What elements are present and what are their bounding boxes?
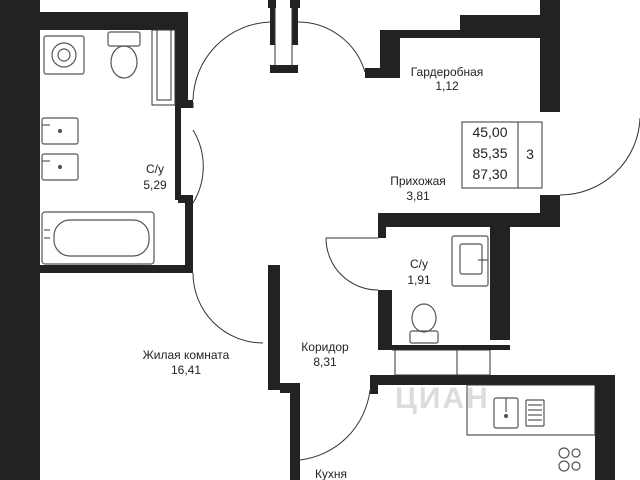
kitchen-sink-icon: [493, 397, 545, 429]
kitchen-counter: [466, 384, 596, 436]
wall-bath2-left-top: [378, 220, 386, 238]
total-area-with-balcony-value: 87,30: [472, 166, 507, 182]
area-summary: 45,00 85,35 87,30 3: [461, 121, 543, 189]
wall-bathroom-bottom: [40, 265, 193, 273]
wall-kitchen-right: [595, 375, 615, 480]
room-area-corridor: 8,31: [313, 355, 337, 369]
room-labels: Гардеробная 1,12 С/у 5,29 Прихожая 3,81 …: [143, 65, 484, 480]
door-swing-bathroom: [192, 129, 204, 204]
room-name-wardrobe: Гардеробная: [411, 65, 484, 79]
wall-corridor-left: [268, 265, 280, 390]
wall-top-cap-b: [290, 0, 300, 8]
wall-top-right: [460, 15, 545, 38]
room-area-bathroom-1: 5,29: [143, 178, 167, 192]
partitions: [151, 8, 596, 436]
wall-hallway-bottom: [378, 213, 560, 227]
wall-bathroom-right: [175, 100, 181, 200]
room-name-kitchen: Кухня: [315, 467, 347, 480]
wall-stub-a: [175, 100, 193, 108]
wall-kitchen-top: [370, 375, 615, 385]
wall-bathroom-right-upper: [175, 12, 188, 102]
washing-machine-icon: [43, 35, 85, 75]
wall-left-exterior: [0, 0, 40, 480]
toilet-icon: [409, 303, 439, 344]
door-swing-entrance: [559, 117, 640, 196]
toilet-icon: [107, 31, 141, 79]
wall-kitchen-door-stub: [370, 380, 378, 394]
wall-right-mid: [540, 195, 560, 213]
door-swing-top-right: [297, 21, 366, 73]
wall-top-cap-a: [268, 0, 276, 8]
bathtub-icon: [41, 211, 155, 265]
wall-wardrobe-left-stub: [365, 68, 390, 78]
sink-icon: [41, 117, 79, 181]
wall-wardrobe-left: [380, 30, 400, 78]
bathroom-shelf-inner: [156, 29, 172, 101]
wall-bath2-bottom: [378, 345, 510, 350]
wall-bath2-right: [490, 220, 510, 340]
wall-wardrobe-top: [380, 30, 460, 38]
room-area-living-room: 16,41: [171, 363, 201, 377]
bath2-cabinet: [394, 349, 491, 376]
door-swing-bath2: [325, 237, 379, 291]
door-swings: [192, 21, 640, 461]
wall-kitchen-left: [290, 383, 300, 480]
room-name-hallway: Прихожая: [390, 174, 446, 188]
stove-icon: [558, 447, 581, 472]
wall-right-upper: [540, 0, 560, 112]
wall-top-door-frame-right: [292, 0, 298, 45]
room-area-hallway: 3,81: [406, 189, 430, 203]
rooms-count-value: 3: [526, 146, 534, 162]
walls: [0, 0, 615, 480]
wall-corridor-stub: [280, 383, 298, 393]
room-name-bathroom-1: С/у: [146, 162, 164, 176]
room-name-living-room: Жилая комната: [143, 348, 230, 362]
watermark: ЦИАН: [395, 382, 490, 415]
door-swing-kitchen: [299, 389, 371, 461]
door-swing-top-left: [192, 21, 271, 101]
wall-top-door-frame-left: [270, 0, 275, 45]
door-swing-living: [192, 272, 264, 344]
wall-stub-b: [178, 195, 193, 203]
wall-bathroom-right-lower: [185, 203, 193, 273]
living-area-value: 45,00: [472, 124, 507, 140]
room-name-bathroom-2: С/у: [410, 257, 428, 271]
wall-door-bottom: [270, 65, 298, 73]
sink-icon: [451, 235, 489, 287]
wall-top-left: [40, 12, 188, 30]
bathroom-shelf: [151, 29, 176, 106]
wall-bath2-left-lower: [378, 290, 392, 348]
room-area-wardrobe: 1,12: [435, 79, 459, 93]
room-area-bathroom-2: 1,91: [407, 273, 431, 287]
total-area-value: 85,35: [472, 145, 507, 161]
room-name-corridor: Коридор: [301, 340, 349, 354]
